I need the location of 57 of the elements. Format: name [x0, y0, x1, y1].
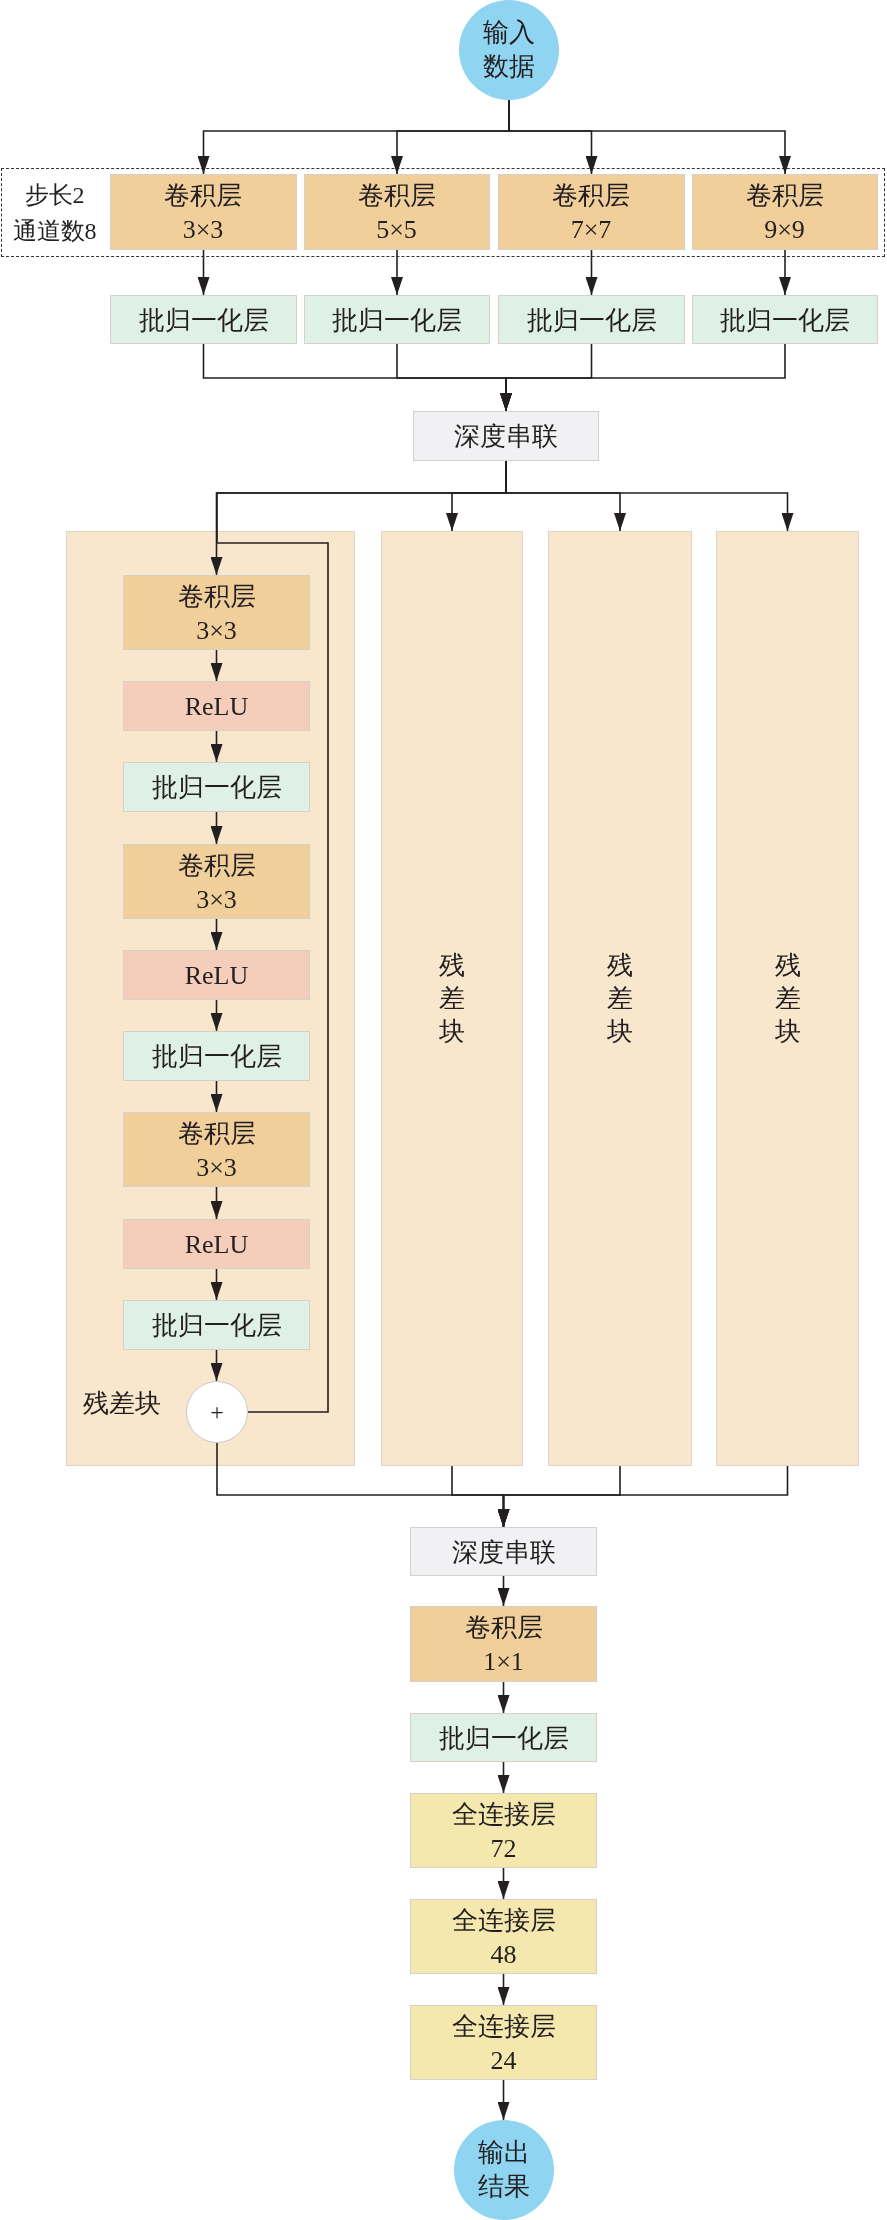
- residual-block-panel: [66, 531, 355, 1466]
- conv-layer-box: 卷积层 3×3: [123, 1112, 310, 1187]
- residual-block-column: 残差块: [548, 531, 692, 1466]
- arrow: [391, 249, 403, 296]
- arrow: [497, 2079, 510, 2121]
- arrow: [210, 999, 223, 1032]
- residual-block-column: 残差块: [716, 531, 859, 1466]
- arrow: [497, 1761, 510, 1794]
- arrow: [497, 1681, 510, 1714]
- block-label: 残差块: [82, 1388, 162, 1420]
- conv-layer-box: 卷积层 3×3: [109, 173, 297, 250]
- batch-norm-box: 批归一化层: [123, 1031, 310, 1081]
- arrow: [497, 1465, 789, 1528]
- arrow: [585, 249, 598, 296]
- relu-box: ReLU: [123, 1219, 310, 1269]
- relu-box: ReLU: [123, 681, 310, 731]
- arrow: [497, 1867, 510, 1900]
- concat-box: 深度串联: [410, 1527, 597, 1576]
- conv-layer-box: 卷积层 7×7: [497, 173, 685, 250]
- concat-box: 深度串联: [413, 411, 599, 461]
- arrow: [508, 99, 791, 175]
- dense-layer-box: 全连接层 24: [410, 2005, 597, 2080]
- batch-norm-box: 批归一化层: [304, 295, 490, 344]
- conv-layer-box: 卷积层 3×3: [123, 575, 310, 650]
- dense-layer-box: 全连接层 72: [410, 1793, 597, 1868]
- conv-layer-box: 卷积层 3×3: [123, 844, 310, 919]
- dashed-group-frame: [1, 168, 885, 257]
- arrow: [210, 649, 223, 682]
- conv-layer-box: 卷积层 1×1: [410, 1606, 597, 1682]
- end-circle: 输出结果: [454, 2120, 554, 2220]
- arrow: [210, 811, 223, 845]
- conv-layer-box: 卷积层 5×5: [303, 173, 490, 250]
- arrow: [505, 460, 794, 532]
- arrow: [210, 918, 223, 951]
- arrow: [210, 1080, 223, 1113]
- conv-layer-box: 卷积层 9×9: [691, 173, 878, 250]
- arrow: [210, 1349, 223, 1382]
- batch-norm-box: 批归一化层: [123, 1300, 310, 1350]
- batch-norm-box: 批归一化层: [498, 295, 685, 344]
- group-label: 通道数8: [11, 216, 98, 246]
- sum-circle: +: [186, 1381, 248, 1443]
- group-label: 步长2: [23, 180, 86, 210]
- arrow: [210, 1186, 223, 1220]
- batch-norm-box: 批归一化层: [692, 295, 878, 344]
- arrow: [210, 730, 223, 763]
- arrow: [197, 249, 210, 296]
- residual-block-column: 残差块: [381, 531, 523, 1466]
- dense-layer-box: 全连接层 48: [410, 1899, 597, 1974]
- batch-norm-box: 批归一化层: [410, 1713, 597, 1762]
- batch-norm-box: 批归一化层: [123, 762, 310, 812]
- start-circle: 输入数据: [459, 0, 559, 100]
- arrow: [779, 249, 791, 296]
- relu-box: ReLU: [123, 950, 310, 1000]
- arrow: [497, 1973, 510, 2006]
- arrow: [497, 1575, 510, 1607]
- arrow: [210, 1268, 223, 1301]
- batch-norm-box: 批归一化层: [110, 295, 297, 344]
